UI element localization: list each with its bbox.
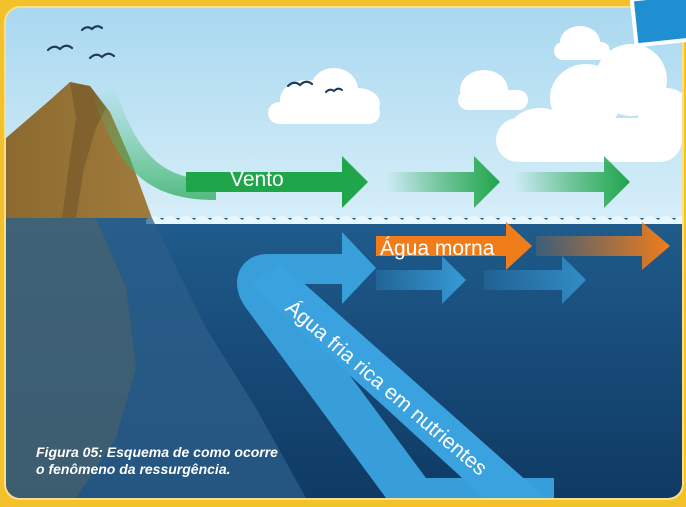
bird-icon [325,87,343,93]
wind-label: Vento [230,168,284,191]
arrow-icon [386,156,500,208]
caption-line-1: Figura 05: Esquema de como ocorre [36,444,278,460]
cold-water-arrow [237,232,554,498]
arrow-icon [376,222,532,270]
submerged-mountain [6,218,306,498]
arrow-icon [536,222,670,270]
sea-surface-waves [146,216,682,224]
wind-curve [94,86,216,200]
arrow-icon [484,256,586,304]
arrow-icon [376,256,466,304]
corner-card [629,0,686,48]
caption-line-2: o fenômeno da ressurgência. [36,461,231,477]
bird-icon [286,80,314,88]
upwelling-diagram: Vento Água morna Água fria rica em nutri… [6,8,682,498]
arrow-icon [514,156,630,208]
bird-icon [80,25,104,32]
cloud-icon [268,68,380,124]
cloud-icon [554,26,610,60]
bird-icon [46,44,74,52]
figure-caption: Figura 05: Esquema de como ocorre o fenô… [36,444,346,478]
bird-icon [88,52,116,60]
cold-water-band [250,264,546,498]
diagram-scene [6,8,682,498]
arrow-icon [186,156,368,208]
cloud-icon [496,44,682,162]
cloud-icon [458,70,528,110]
warm-water-label: Água morna [380,237,495,260]
